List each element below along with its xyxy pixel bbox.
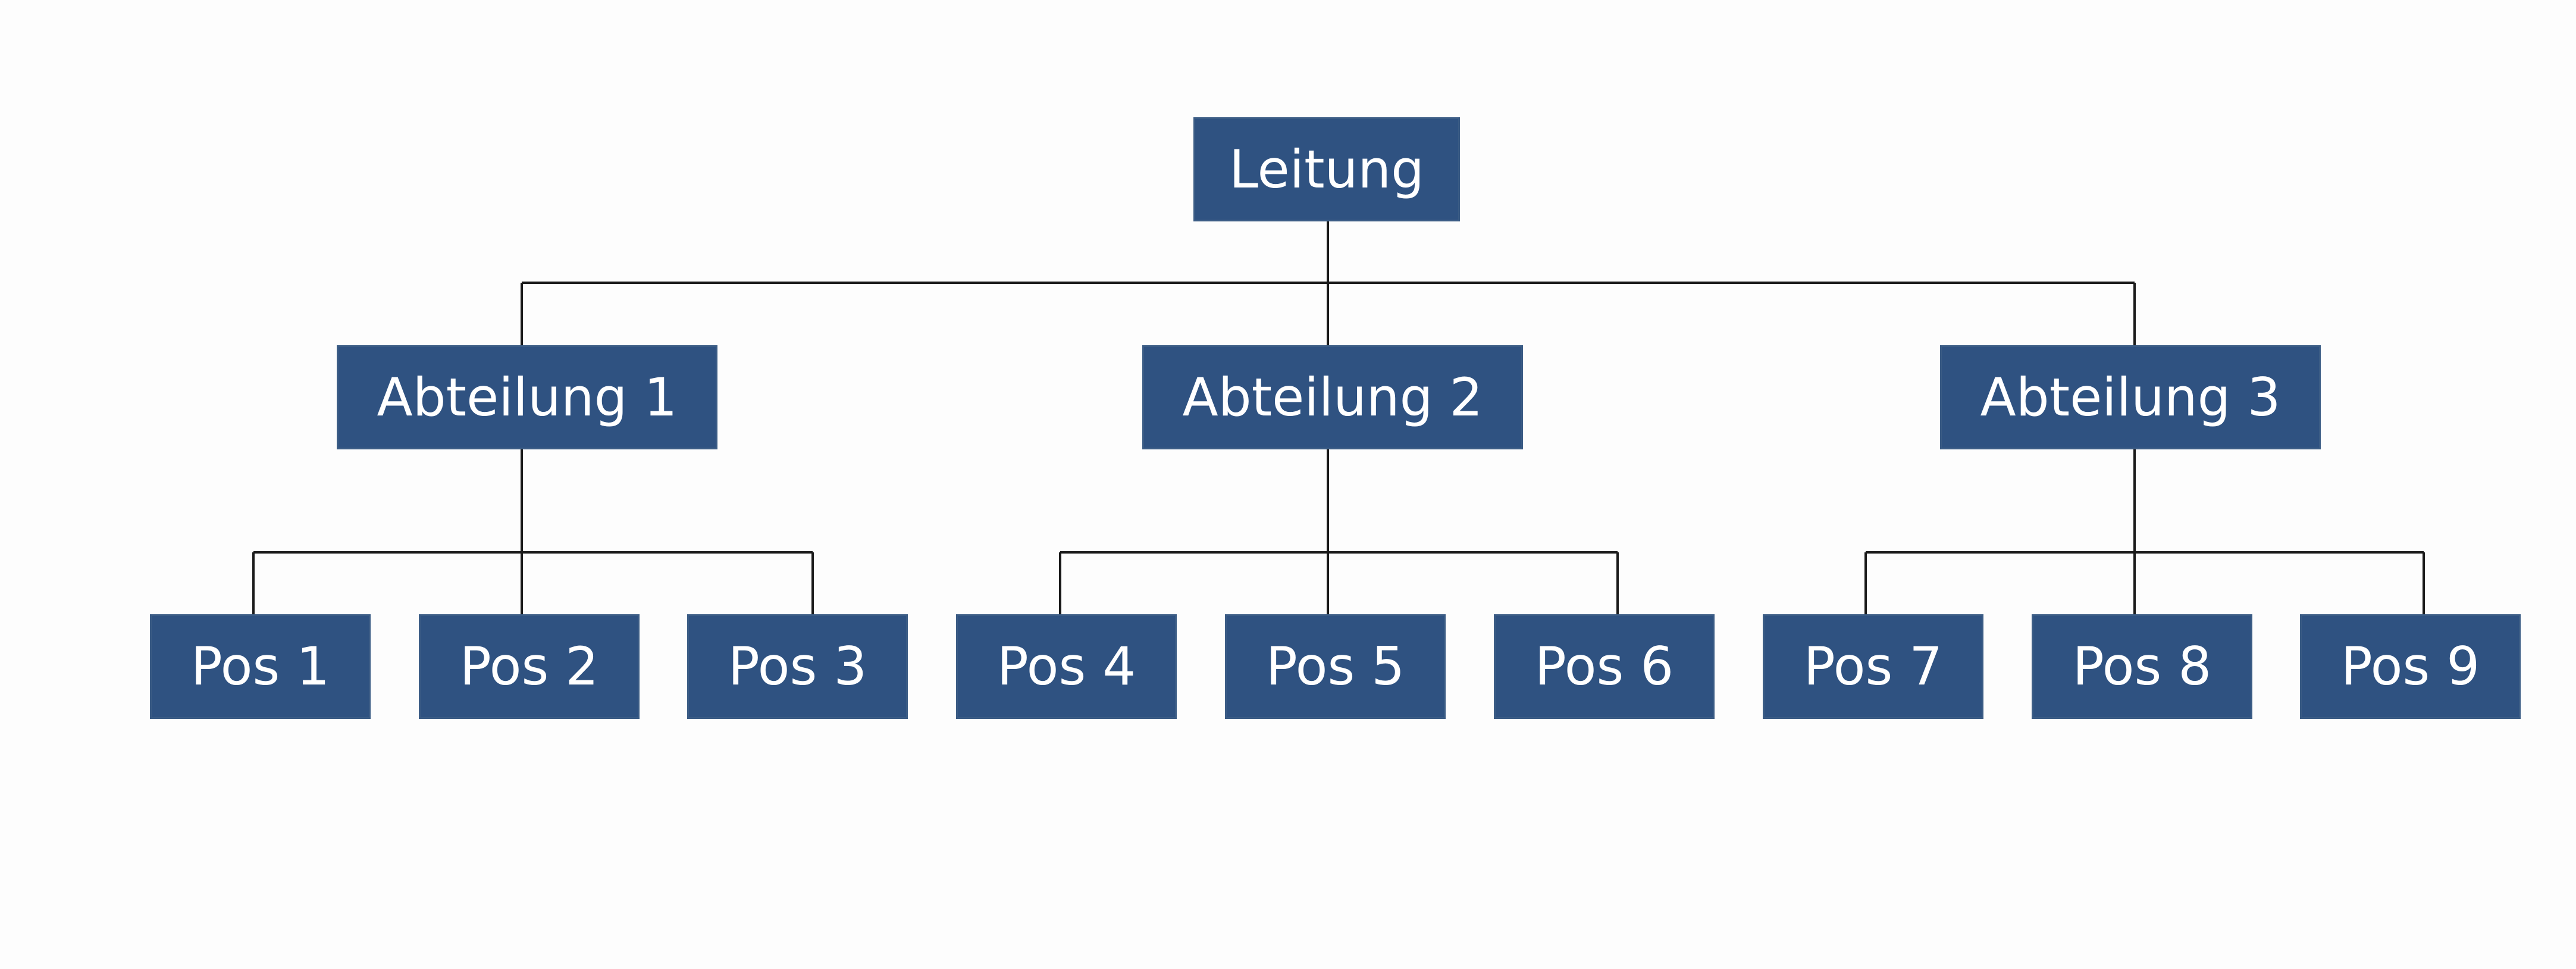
position-node-label: Pos 9 bbox=[2340, 636, 2480, 697]
position-node-7: Pos 7 bbox=[1763, 614, 1983, 719]
position-node-5: Pos 5 bbox=[1225, 614, 1446, 719]
department-node-label: Abteilung 2 bbox=[1182, 366, 1483, 428]
position-node-label: Pos 8 bbox=[2072, 636, 2212, 697]
department-node-label: Abteilung 1 bbox=[377, 366, 678, 428]
position-node-6: Pos 6 bbox=[1494, 614, 1715, 719]
position-node-3: Pos 3 bbox=[687, 614, 908, 719]
position-node-label: Pos 3 bbox=[728, 636, 867, 697]
position-node-4: Pos 4 bbox=[956, 614, 1177, 719]
position-node-label: Pos 2 bbox=[459, 636, 599, 697]
position-node-label: Pos 6 bbox=[1534, 636, 1674, 697]
position-node-label: Pos 5 bbox=[1265, 636, 1405, 697]
department-node-2: Abteilung 2 bbox=[1142, 345, 1523, 449]
department-node-1: Abteilung 1 bbox=[337, 345, 717, 449]
root-node: Leitung bbox=[1193, 117, 1460, 221]
department-node-3: Abteilung 3 bbox=[1940, 345, 2321, 449]
position-node-1: Pos 1 bbox=[150, 614, 371, 719]
position-node-2: Pos 2 bbox=[419, 614, 640, 719]
position-node-8: Pos 8 bbox=[2032, 614, 2252, 719]
position-node-label: Pos 7 bbox=[1803, 636, 1943, 697]
root-node-label: Leitung bbox=[1229, 138, 1424, 200]
position-node-label: Pos 1 bbox=[190, 636, 330, 697]
department-node-label: Abteilung 3 bbox=[1980, 366, 2281, 428]
position-node-label: Pos 4 bbox=[996, 636, 1136, 697]
position-node-9: Pos 9 bbox=[2300, 614, 2521, 719]
